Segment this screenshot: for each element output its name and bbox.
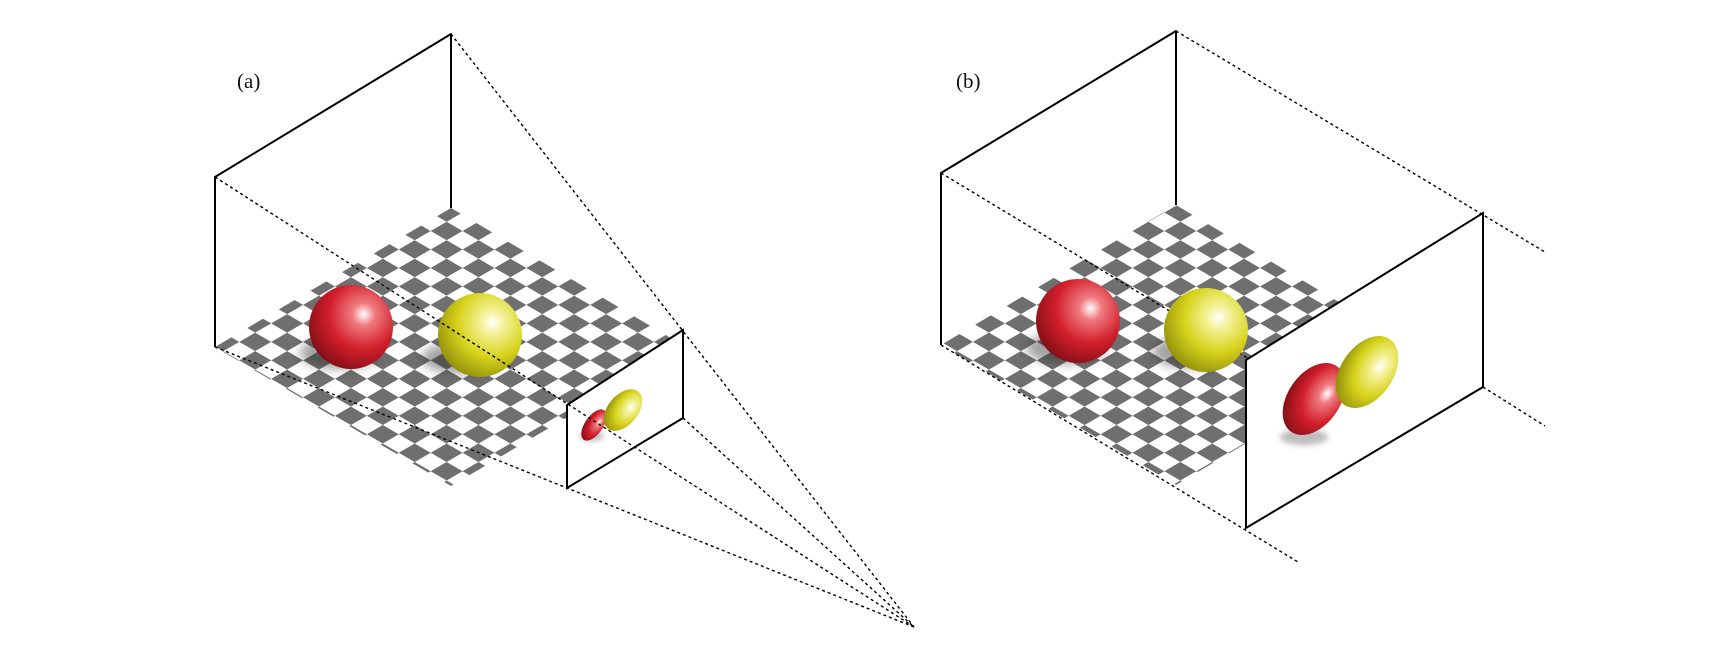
yellow-sphere-a [438, 293, 522, 377]
projection-ray-b-4 [1482, 386, 1546, 427]
projection-ray-a-1 [450, 33, 915, 628]
box-outline-a [214, 33, 452, 347]
projection-ray-b-2 [940, 172, 1255, 363]
red-sphere-b [1036, 279, 1120, 363]
box-outline-b [940, 30, 1177, 345]
projection-ray-b-3 [940, 344, 1299, 563]
panel-a: (a) [214, 33, 915, 628]
projected-red-ellipse-b [1282, 362, 1346, 436]
panel-label-b: (b) [956, 69, 981, 93]
projected-red-ellipse-a [581, 409, 607, 441]
panel-b: (b) [940, 30, 1546, 563]
panel-label-a: (a) [237, 69, 260, 93]
projection-ray-a-2 [214, 176, 915, 628]
projected-red-shadow-b [1280, 429, 1328, 445]
yellow-sphere-b [1164, 288, 1248, 372]
projection-ray-b-1 [1175, 30, 1546, 253]
red-sphere-a [309, 285, 393, 369]
projected-yellow-ellipse-a [603, 389, 643, 431]
projection-ray-a-4 [682, 417, 915, 628]
projected-yellow-ellipse-b [1335, 335, 1399, 409]
